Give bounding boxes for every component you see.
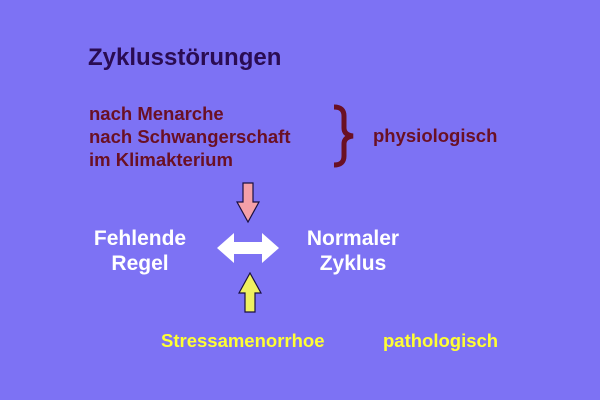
cause-item: nach Menarche [89,103,224,124]
slide-title: Zyklusstörungen [88,44,282,71]
pathological-cause: Stressamenorrhoe [161,330,325,351]
double-arrow-icon [217,233,279,263]
state-line: Regel [111,252,169,275]
state-line: Fehlende [93,227,187,250]
down-arrow-icon [236,182,260,224]
cause-item: im Klimakterium [89,149,233,170]
cause-item: nach Schwangerschaft [89,126,291,147]
normal-cycle-label: Normaler Zyklus [283,226,423,276]
physiological-causes-list: nach Menarche nach Schwangerschaft im Kl… [89,102,291,171]
curly-brace-icon [333,104,354,168]
missing-period-label: Fehlende Regel [70,226,210,276]
up-arrow-icon [238,272,262,313]
pathological-label: pathologisch [383,330,499,351]
state-line: Zyklus [319,252,387,275]
physiological-label: physiologisch [373,125,498,146]
state-line: Normaler [306,227,400,250]
